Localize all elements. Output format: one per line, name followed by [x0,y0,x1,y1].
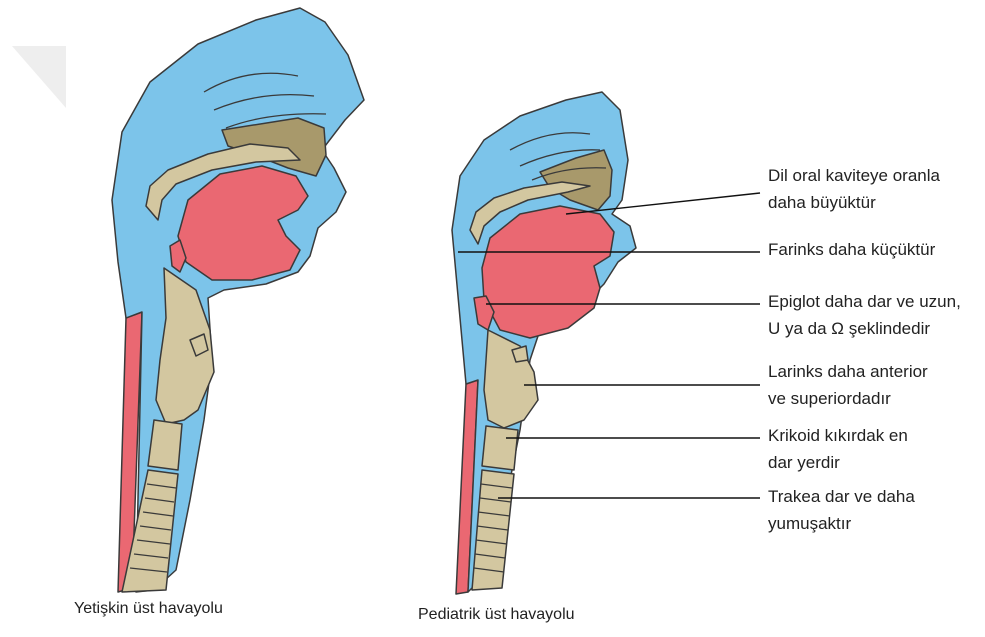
label-tongue: Dil oral kaviteye oranla daha büyüktür [768,162,940,216]
adult-airway-illustration [112,8,364,592]
label-trachea: Trakea dar ve daha yumuşaktır [768,483,915,537]
label-trachea-line2: yumuşaktır [768,510,915,537]
label-cricoid-line1: Krikoid kıkırdak en [768,422,908,449]
label-trachea-line1: Trakea dar ve daha [768,483,915,510]
caption-adult: Yetişkin üst havayolu [74,600,223,618]
label-cricoid: Krikoid kıkırdak en dar yerdir [768,422,908,476]
label-pharynx-line1: Farinks daha küçüktür [768,236,935,263]
adult-cricoid [148,420,182,470]
label-larynx-line2: ve superiordadır [768,385,928,412]
caption-pediatric: Pediatrik üst havayolu [418,606,575,624]
label-epiglottis: Epiglot daha dar ve uzun, U ya da Ω şekl… [768,288,961,342]
label-epiglottis-line1: Epiglot daha dar ve uzun, [768,288,961,315]
label-larynx: Larinks daha anterior ve superiordadır [768,358,928,412]
label-larynx-line1: Larinks daha anterior [768,358,928,385]
label-pharynx: Farinks daha küçüktür [768,236,935,263]
label-cricoid-line2: dar yerdir [768,449,908,476]
pediatric-airway-illustration [452,92,636,594]
pediatric-cricoid [482,426,518,470]
label-tongue-line2: daha büyüktür [768,189,940,216]
corner-watermark [12,46,66,108]
label-epiglottis-line2: U ya da Ω şeklindedir [768,315,961,342]
label-tongue-line1: Dil oral kaviteye oranla [768,162,940,189]
